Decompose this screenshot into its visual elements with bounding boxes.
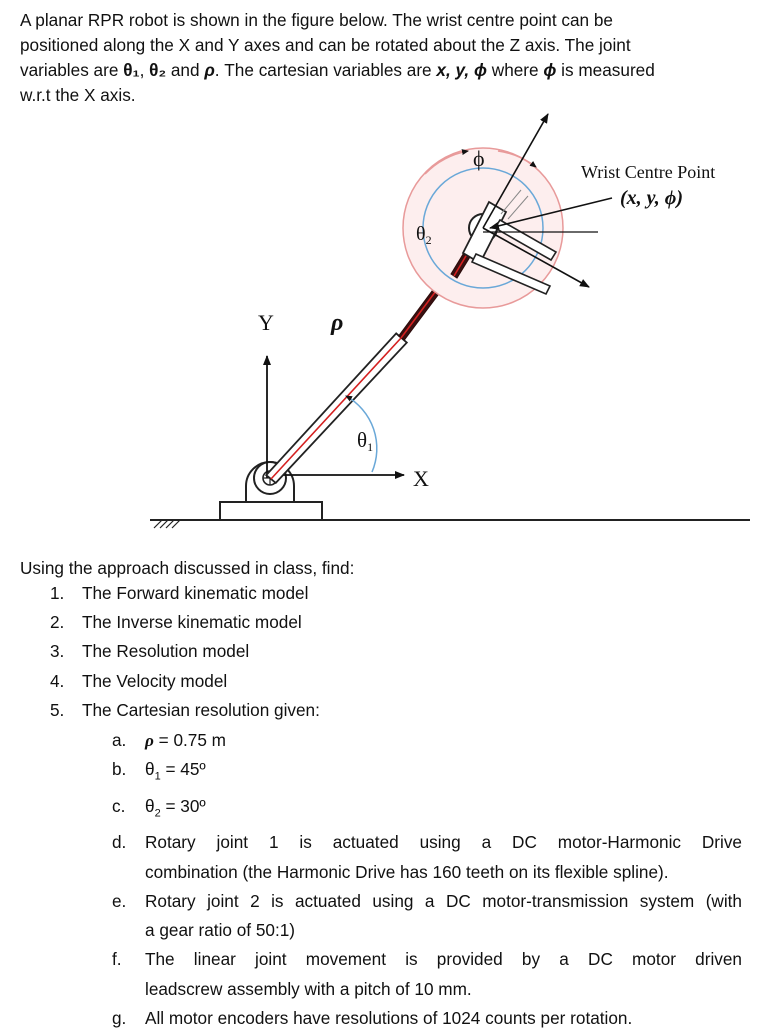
list-item: a. ρ = 0.75 m — [112, 730, 226, 750]
theta1-arc — [345, 395, 378, 473]
list-item: g. All motor encoders have resolutions o… — [112, 1007, 633, 1028]
phi-label: ϕ — [473, 146, 485, 171]
theta2-label: θ2 — [416, 223, 432, 247]
task-list: 1.The Forward kinematic model 2.The Inve… — [50, 581, 320, 727]
list-item: 2.The Inverse kinematic model — [50, 612, 302, 633]
cartesian-vars: x, y, ϕ — [436, 60, 487, 80]
ground-hatch — [153, 519, 181, 529]
list-item: e. Rotary joint 2 is actuated using a DC… — [112, 890, 742, 941]
sub-item-list: a. ρ = 0.75 m b. θ1 = 45º c. θ2 = 30º d.… — [112, 726, 742, 1033]
rho-label: ρ — [330, 310, 343, 336]
list-item: 3.The Resolution model — [50, 641, 250, 662]
theta2-symbol: θ₂ — [149, 60, 167, 80]
phi-arc-left — [424, 149, 469, 175]
x-axis-label: X — [413, 466, 429, 491]
wrist-centre-coords: (x, y, ϕ) — [620, 187, 683, 209]
task-lead: Using the approach discussed in class, f… — [20, 558, 355, 578]
problem-intro: A planar RPR robot is shown in the figur… — [20, 8, 745, 108]
link-centreline — [270, 337, 402, 480]
phi-symbol: ϕ — [543, 60, 557, 80]
orientation-arrow-right — [482, 227, 590, 288]
rpr-robot-figure: Y X θ1 ρ ϕ θ2 Wrist Centre Point (x, y, … — [150, 113, 750, 529]
y-axis-label: Y — [258, 310, 274, 335]
intro-line-4: w.r.t the X axis. — [20, 85, 136, 105]
base-block — [219, 501, 323, 521]
wrist-centre-title: Wrist Centre Point — [581, 162, 715, 182]
list-item: 1.The Forward kinematic model — [50, 583, 309, 603]
intro-line-1: A planar RPR robot is shown in the figur… — [20, 10, 613, 30]
theta1-label: θ1 — [357, 428, 373, 454]
wrist-leader-arrow — [489, 197, 613, 230]
list-item: c. θ2 = 30º — [112, 795, 206, 820]
gripper-finger-lower — [470, 252, 552, 296]
wrist-blue-circle — [422, 167, 544, 289]
list-item: b. θ1 = 45º — [112, 759, 206, 783]
list-item: d. Rotary joint 1 is actuated using a DC… — [112, 832, 742, 882]
intro-line-2: positioned along the X and Y axes and ca… — [20, 35, 631, 55]
list-item: 4.The Velocity model — [50, 670, 228, 691]
orientation-arrow-up — [482, 113, 549, 229]
rho-symbol: ρ — [204, 60, 215, 80]
phi-arc-right — [497, 150, 537, 168]
list-item: f. The linear joint movement is provided… — [112, 949, 742, 999]
theta1-symbol: θ₁ — [123, 60, 140, 80]
list-item: 5.The Cartesian resolution given: — [50, 699, 320, 720]
intro-line-3: variables are θ₁, θ₂ and ρ. The cartesia… — [20, 60, 655, 80]
